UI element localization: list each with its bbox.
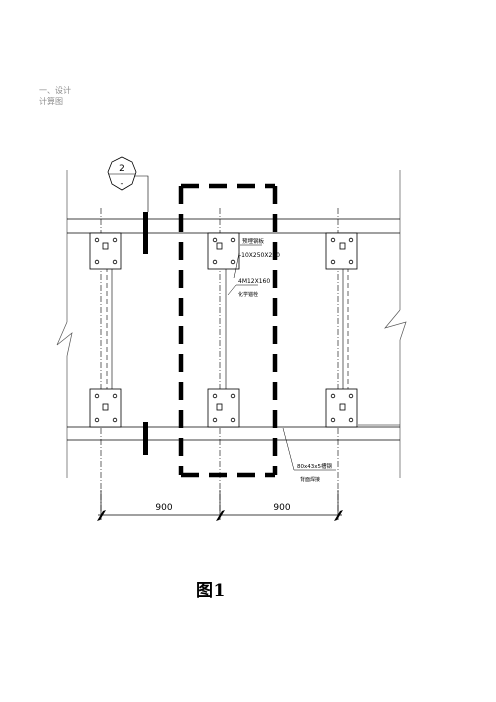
steel-plate-top-right — [325, 232, 358, 270]
callout-sub: - — [121, 179, 124, 188]
section-cut-markers — [143, 212, 148, 455]
label-steel: 80x43x5槽钢 — [297, 462, 333, 470]
plate-annotation — [233, 244, 262, 279]
steel-plate-top-left — [89, 232, 122, 270]
label-steel-note: 背面焊接 — [300, 476, 320, 483]
bolt-annotation — [227, 284, 258, 296]
label-plate-size: -10X250X250 — [239, 252, 280, 259]
dimension-right: 900 — [273, 503, 290, 513]
steel-plate-bottom-middle — [207, 388, 240, 428]
steel-plate-top-middle — [207, 232, 240, 270]
section-callout: 2 - — [107, 156, 149, 212]
figure-caption: 图1 — [196, 581, 226, 601]
section-heading: 一、设计 计算图 — [39, 85, 71, 107]
dashed-outline — [178, 183, 278, 478]
label-plate: 预埋钢板 — [242, 237, 265, 245]
section-heading-line2: 计算图 — [39, 97, 63, 106]
steel-annotation — [282, 424, 400, 471]
section-heading-line1: 一、设计 — [39, 86, 71, 95]
dimension-left: 900 — [155, 503, 172, 513]
label-bolt-note: 化学锚栓 — [238, 291, 258, 298]
steel-plate-bottom-right — [325, 388, 358, 428]
label-bolt: 4M12X160 — [238, 278, 270, 285]
callout-number: 2 — [119, 164, 125, 174]
boundary-lines — [56, 170, 407, 478]
steel-plate-bottom-left — [89, 388, 122, 428]
dimension-ticks — [97, 510, 343, 521]
